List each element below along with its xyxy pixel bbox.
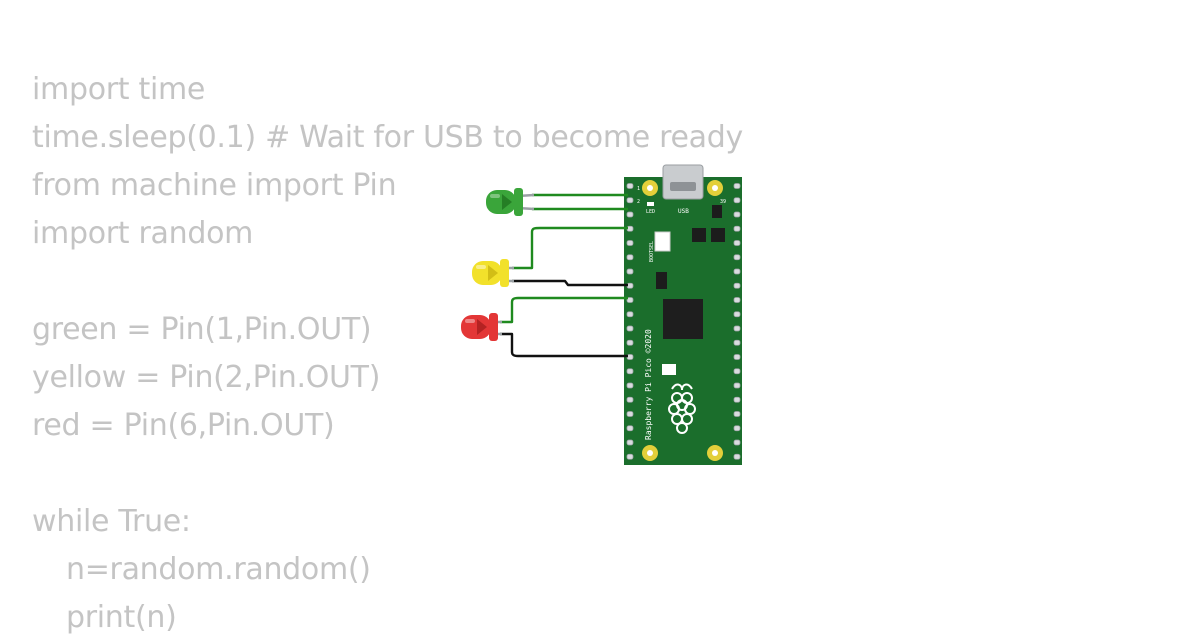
code-line: yellow = Pin(2,Pin.OUT): [32, 360, 381, 395]
header-pin[interactable]: [733, 411, 741, 417]
header-pin[interactable]: [733, 368, 741, 375]
led-highlight: [465, 319, 475, 323]
code-line: red = Pin(6,Pin.OUT): [32, 408, 335, 443]
header-pin[interactable]: [626, 339, 634, 346]
raspberry-pi-logo-icon: [668, 383, 696, 434]
led-highlight: [476, 265, 486, 269]
code-line: print(n): [66, 600, 177, 635]
header-pin[interactable]: [733, 297, 741, 303]
wire-red-led-ground[interactable]: [500, 332, 628, 358]
header-pin[interactable]: [733, 396, 741, 403]
pico-board[interactable]: USB LED 1 2 39 BOOTSEL Raspberry Pi Pico…: [624, 164, 742, 465]
green-led-body: [486, 190, 516, 214]
led-label: LED: [646, 209, 655, 215]
usb-port-opening: [670, 182, 696, 191]
code-line: import random: [32, 216, 254, 251]
header-pin[interactable]: [626, 439, 634, 446]
header-pin[interactable]: [626, 425, 634, 432]
code-line: time.sleep(0.1) # Wait for USB to become…: [32, 120, 743, 155]
chip: [656, 272, 667, 289]
green-led-rim: [514, 188, 523, 216]
led-die-icon: [477, 319, 487, 335]
yellow-led-rim: [500, 259, 509, 287]
wire-yellow-led-ground[interactable]: [512, 279, 628, 287]
rp2040-chip: [663, 299, 703, 339]
header-pin[interactable]: [733, 439, 741, 446]
header-pin[interactable]: [733, 211, 741, 218]
yellow-led[interactable]: [472, 259, 514, 287]
wire-yellow-led-signal[interactable]: [512, 226, 628, 270]
code-editor: import time time.sleep(0.1) # Wait for U…: [32, 66, 743, 642]
code-line: import time: [32, 72, 206, 107]
header-pin[interactable]: [626, 325, 634, 332]
pin-header-right: [733, 183, 741, 460]
pin-39-label: 39: [720, 199, 726, 205]
mount-hole-center: [647, 450, 653, 456]
header-pin[interactable]: [626, 311, 634, 318]
header-pin[interactable]: [733, 240, 741, 246]
chip: [692, 228, 706, 242]
mount-hole-center: [647, 185, 653, 191]
header-pin[interactable]: [733, 382, 741, 389]
chip: [712, 205, 722, 218]
mount-hole-center: [712, 185, 718, 191]
header-pin[interactable]: [733, 183, 741, 189]
header-pin[interactable]: [626, 197, 634, 204]
led-highlight: [490, 194, 500, 198]
header-pin[interactable]: [626, 453, 634, 460]
led-die-icon: [488, 265, 498, 281]
led-die-icon: [502, 194, 512, 210]
red-led-body: [461, 315, 491, 339]
header-pin[interactable]: [626, 211, 634, 218]
red-led-rim: [489, 313, 498, 341]
header-pin[interactable]: [733, 453, 741, 460]
header-pin[interactable]: [626, 268, 634, 275]
header-pin[interactable]: [626, 368, 634, 375]
yellow-led-body: [472, 261, 502, 285]
header-pin[interactable]: [626, 382, 634, 389]
header-pin[interactable]: [733, 311, 741, 318]
code-line: n=random.random(): [66, 552, 371, 587]
pin-1-label: 1: [637, 186, 640, 192]
flash-chip: [662, 364, 676, 375]
header-pin[interactable]: [626, 411, 634, 417]
bootsel-label: BOOTSEL: [649, 241, 655, 262]
header-pin[interactable]: [733, 339, 741, 346]
header-pin[interactable]: [733, 325, 741, 332]
usb-label: USB: [678, 208, 689, 215]
header-pin[interactable]: [733, 354, 741, 360]
header-pin[interactable]: [733, 254, 741, 261]
mount-hole-center: [712, 450, 718, 456]
header-pin[interactable]: [733, 425, 741, 432]
chip: [711, 228, 725, 242]
code-line: while True:: [32, 504, 191, 539]
header-pin[interactable]: [733, 197, 741, 204]
wire-red-led-signal[interactable]: [500, 296, 628, 324]
bootsel-button[interactable]: [654, 231, 671, 252]
pin-2-label: 2: [637, 199, 640, 205]
led-indicator: [647, 202, 654, 206]
header-pin[interactable]: [733, 282, 741, 289]
header-pin[interactable]: [733, 225, 741, 232]
header-pin[interactable]: [626, 396, 634, 403]
code-line: from machine import Pin: [32, 168, 397, 203]
header-pin[interactable]: [626, 183, 634, 189]
header-pin[interactable]: [626, 240, 634, 246]
header-pin[interactable]: [733, 268, 741, 275]
code-line: green = Pin(1,Pin.OUT): [32, 312, 372, 347]
header-pin[interactable]: [626, 254, 634, 261]
red-led[interactable]: [461, 313, 502, 341]
header-pin[interactable]: [626, 297, 634, 303]
green-led[interactable]: [486, 188, 535, 216]
board-model-label: Raspberry Pi Pico ©2020: [644, 329, 653, 440]
